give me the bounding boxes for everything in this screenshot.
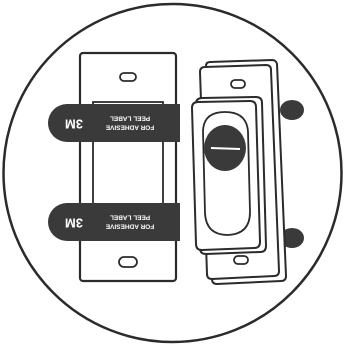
adhesive-tab-lower-line2: FOR ADHESIVE: [105, 222, 154, 229]
button-indicator-line: [210, 147, 241, 150]
bottom-screw-slot: [118, 256, 138, 268]
adhesive-tab-upper-line1: PEEL LABEL: [110, 114, 150, 121]
side-tab-lower: [280, 228, 304, 248]
wall-plate-outline: [78, 51, 178, 283]
adhesive-tab-upper-brand: 3M: [65, 117, 83, 132]
adhesive-tab-lower-line1: PEEL LABEL: [110, 213, 150, 220]
switch-top-screw-slot: [230, 79, 246, 89]
top-screw-slot: [119, 72, 137, 82]
adhesive-tab-lower: 3M PEEL LABEL FOR ADHESIVE: [48, 203, 180, 241]
switch-module: [190, 58, 304, 286]
adhesive-tab-upper-line2: FOR ADHESIVE: [105, 123, 154, 130]
adhesive-tab-lower-brand: 3M: [65, 216, 83, 231]
switch-bottom-screw-slot: [233, 255, 249, 265]
side-tab-upper: [280, 100, 304, 120]
adhesive-tab-upper: 3M PEEL LABEL FOR ADHESIVE: [48, 104, 180, 142]
wall-plate-back: [78, 51, 178, 283]
